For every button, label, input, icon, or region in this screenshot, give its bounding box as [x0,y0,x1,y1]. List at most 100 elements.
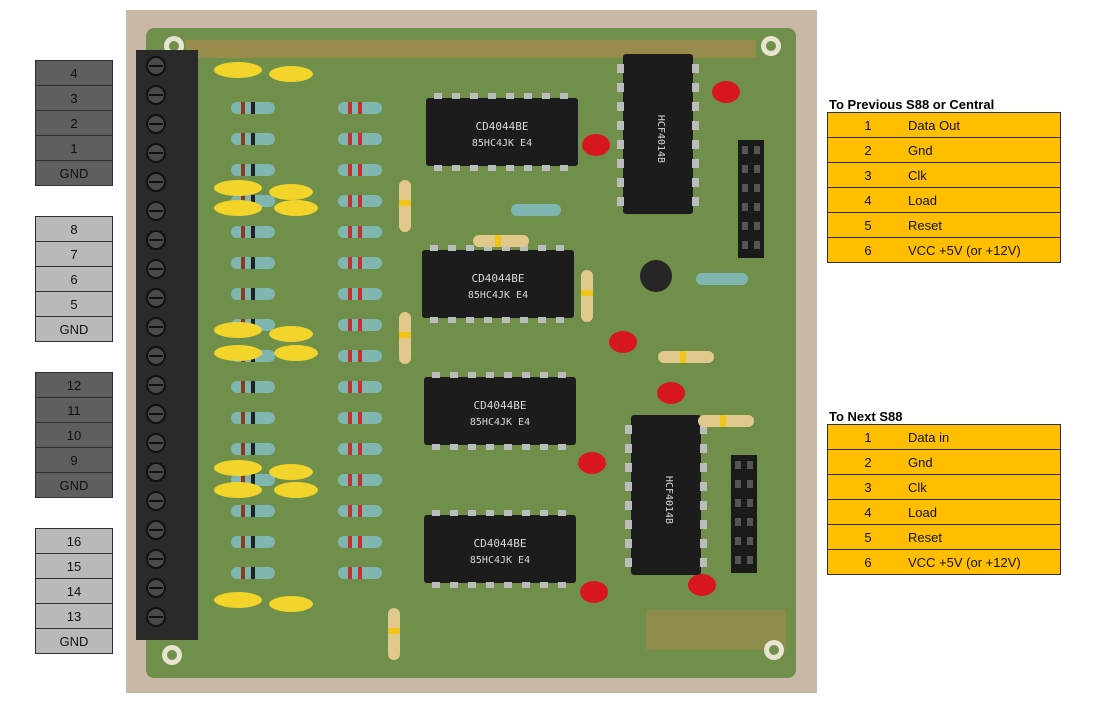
chip-marking: 85HC4JK E4 [470,417,530,428]
chip-pin [560,165,568,171]
resistor-band [358,102,362,114]
pin-number: 5 [864,217,872,233]
header-pin [742,241,748,249]
chip-pin [617,83,624,92]
terminal-label: 11 [35,397,113,423]
terminal-label: 4 [35,60,113,86]
resistor-band [348,505,352,517]
resistor-band [241,474,245,486]
pin-number: 3 [864,479,872,495]
resistor-band [348,257,352,269]
chip-pin [484,245,492,251]
chip-pin [692,140,699,149]
chip-pin [692,159,699,168]
chip-pin [450,444,458,450]
resistor-band [680,351,686,363]
resistor-band [358,288,362,300]
chip-pin [448,317,456,323]
terminal-label: 7 [35,241,113,267]
chip-pin [625,501,632,510]
chip-marking: CD4044BE [476,120,529,133]
resistor-band [358,474,362,486]
pin-signal: Load [908,504,937,520]
resistor-band [358,350,362,362]
chip-pin [625,444,632,453]
chip-marking: CD4044BE [472,272,525,285]
chip-pin [506,165,514,171]
chip-cd4044be [422,250,574,318]
terminal-label: 16 [35,528,113,554]
chip-pin [452,93,460,99]
chip-pin [484,317,492,323]
header-pin [742,222,748,230]
chip-pin [450,582,458,588]
resistor-band [348,536,352,548]
chip-pin [700,463,707,472]
next-connector-title: To Next S88 [829,409,903,424]
resistor-band [358,567,362,579]
chip-pin [560,93,568,99]
pin-signal: VCC +5V (or +12V) [908,242,1021,258]
pin-signal: Reset [908,217,942,233]
chip-pin [524,165,532,171]
resistor-band [348,567,352,579]
chip-pin [625,520,632,529]
capacitor [274,482,318,498]
header-pin [754,203,760,211]
resistor-band [241,412,245,424]
resistor-band [720,415,726,427]
capacitor [269,66,313,82]
capacitor-red [712,81,740,103]
pin-signal: Data in [908,429,950,445]
terminal-label: 14 [35,578,113,604]
capacitor [274,200,318,216]
pin-signal: Load [908,192,937,208]
pin-signal: Gnd [908,454,933,470]
copper-pad [646,610,786,650]
chip-pin [468,582,476,588]
resistor-band [348,381,352,393]
header-pin [754,184,760,192]
chip-pin [502,317,510,323]
header-pin [735,499,741,507]
resistor-band [251,381,255,393]
terminal-label: GND [35,316,113,342]
capacitor [214,180,262,196]
terminal-label: 8 [35,216,113,242]
capacitor-red [580,581,608,603]
header-pin [747,556,753,564]
chip-pin [452,165,460,171]
chip-pin [700,539,707,548]
capacitor-red [609,331,637,353]
pin-number: 6 [864,554,872,570]
resistor-band [241,536,245,548]
chip-pin [486,510,494,516]
chip-pin [504,510,512,516]
resistor-band [495,235,501,247]
resistor-band [399,332,411,338]
chip-pin [506,93,514,99]
terminal-label: GND [35,472,113,498]
chip-pin [520,317,528,323]
chip-marking: HCF4014B [655,115,666,163]
chip-pin [468,372,476,378]
chip-cd4044be [424,377,576,445]
resistor-band [251,164,255,176]
pin-signal: Data Out [908,117,961,133]
chip-pin [540,444,548,450]
capacitor-red [578,452,606,474]
chip-pin [434,93,442,99]
resistor-band [251,474,255,486]
chip-pin [434,165,442,171]
chip-pin [540,372,548,378]
chip-pin [617,64,624,73]
header-pin [735,537,741,545]
resistor-band [241,102,245,114]
terminal-label: 1 [35,135,113,161]
resistor-band [241,226,245,238]
resistor-band [241,567,245,579]
chip-pin [504,444,512,450]
chip-pin [502,245,510,251]
capacitor [214,322,262,338]
previous-connector-title: To Previous S88 or Central [829,97,995,112]
